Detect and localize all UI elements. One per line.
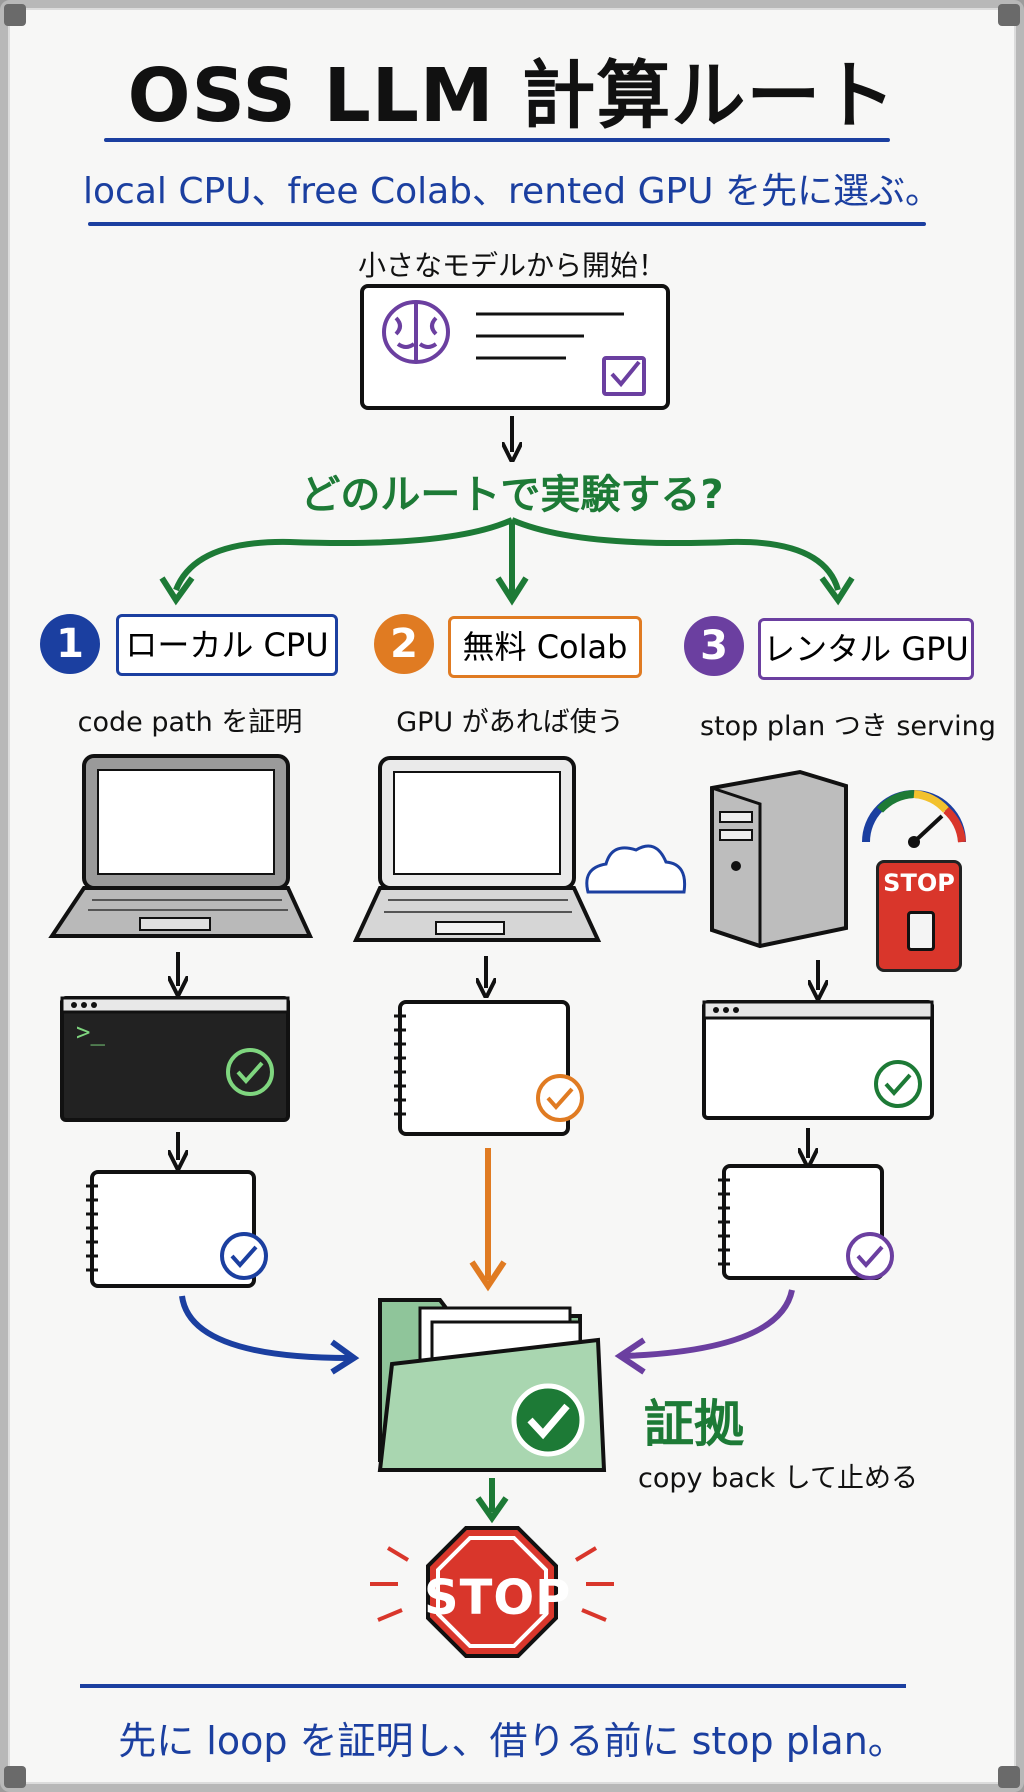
route-3-number: 3 xyxy=(684,616,744,676)
route-1-caption: code path を証明 xyxy=(77,707,303,738)
bottom-summary: 先に loop を証明し、借りる前に stop plan。 xyxy=(118,1719,906,1763)
notebook-icon xyxy=(86,1170,256,1288)
route-3-caption: stop plan つき serving xyxy=(700,711,996,742)
terminal-icon xyxy=(60,996,290,1122)
notebook-icon xyxy=(394,1000,570,1136)
stop-switch-icon: STOP xyxy=(876,860,962,972)
route-1-label: ローカル CPU xyxy=(116,614,338,676)
start-label: 小さなモデルから開始！ xyxy=(357,249,666,282)
route-2-number: 2 xyxy=(374,614,434,674)
gauge-icon xyxy=(862,790,966,848)
browser-window-icon xyxy=(702,1000,934,1120)
notebook-icon xyxy=(718,1164,884,1280)
stop-sign-label: STOP xyxy=(424,1570,572,1626)
route-3-label: レンタル GPU xyxy=(758,618,974,680)
subtitle: local CPU、free Colab、rented GPU を先に選ぶ。 xyxy=(83,171,941,212)
stop-sign-icon xyxy=(426,1526,558,1658)
check-circle-icon xyxy=(220,1232,268,1280)
switch-lever xyxy=(907,911,935,951)
board-corner xyxy=(998,1766,1020,1788)
laptop-icon xyxy=(48,754,314,938)
cloud-icon xyxy=(585,844,687,894)
page-title: OSS LLM 計算ルート xyxy=(127,53,897,139)
check-circle-icon xyxy=(536,1074,584,1122)
check-circle-icon xyxy=(874,1060,922,1108)
board-corner xyxy=(4,1766,26,1788)
stop-switch-label: STOP xyxy=(883,869,955,897)
start-card xyxy=(360,284,670,410)
terminal-prompt: >_ xyxy=(76,1018,105,1046)
route-1-number: 1 xyxy=(40,614,100,674)
laptop-icon xyxy=(352,756,602,942)
check-circle-icon xyxy=(846,1232,894,1280)
board-corner xyxy=(998,4,1020,26)
branch-arrows xyxy=(159,517,855,606)
route-2-label: 無料 Colab xyxy=(448,616,642,678)
brain-icon xyxy=(382,300,450,364)
subtitle-underline xyxy=(88,222,926,226)
check-circle-icon xyxy=(226,1048,274,1096)
route-2-caption: GPU があれば使う xyxy=(396,707,624,738)
title-underline xyxy=(104,138,890,142)
board-corner xyxy=(4,4,26,26)
evidence-caption: copy back して止める xyxy=(638,1463,919,1494)
checkbox-icon xyxy=(602,356,646,396)
alert-rays xyxy=(370,1546,614,1622)
evidence-label: 証拠 xyxy=(644,1395,744,1453)
server-tower-icon xyxy=(710,769,848,949)
check-circle-icon xyxy=(511,1383,585,1457)
route-question: どのルートで実験する? xyxy=(300,472,724,518)
